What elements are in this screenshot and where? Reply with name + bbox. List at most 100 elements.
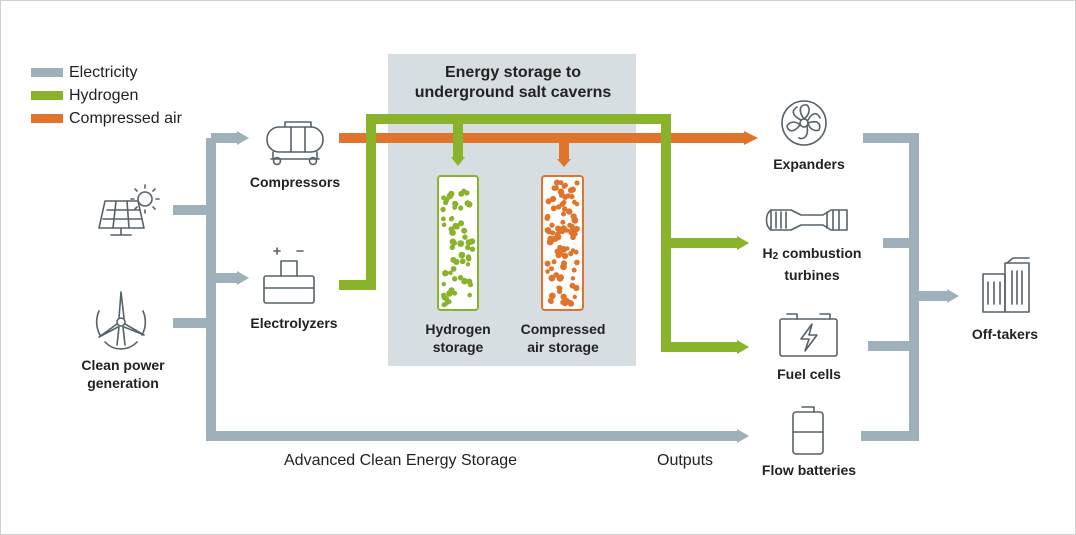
air-storage-label-line1: Compressed <box>520 321 606 337</box>
hydrogen-dot <box>442 270 449 277</box>
hydrogen-dot <box>441 216 446 222</box>
hydrogen-dot <box>444 301 449 306</box>
air-dot <box>565 246 570 251</box>
air-dot <box>559 201 566 207</box>
air-storage-label-line2: air storage <box>527 339 599 355</box>
legend-label: Compressed air <box>69 109 182 127</box>
hydrogen-dot <box>448 270 453 276</box>
arrow-to-offtakers <box>947 289 959 303</box>
hydrogen-dot <box>458 190 465 197</box>
air-dot <box>573 284 580 292</box>
air-dot <box>544 227 552 234</box>
air-dot <box>545 269 550 274</box>
hydrogen-dot <box>441 222 447 228</box>
hydrogen-dot <box>452 205 458 210</box>
hydrogen-dot <box>457 275 464 281</box>
arrow-to-flow-batteries <box>737 429 749 443</box>
clean-power-label-line2: generation <box>87 375 159 391</box>
air-dot <box>561 252 569 260</box>
air-dot <box>561 211 566 217</box>
arrow-to-electrolyzers <box>237 271 249 285</box>
air-dot <box>550 230 556 236</box>
air-dot <box>559 192 565 198</box>
compressed-air-lines <box>339 133 746 161</box>
legend-label: Electricity <box>69 63 138 81</box>
hydrogen-dot <box>441 292 447 299</box>
electricity-bus <box>206 138 739 441</box>
air-dot <box>557 250 563 256</box>
hydrogen-arrow-to-turbines <box>737 236 749 250</box>
hydrogen-dot <box>465 244 471 251</box>
electricity-lines <box>173 133 949 441</box>
air-dot <box>552 235 559 242</box>
hydrogen-dot <box>452 276 458 282</box>
hydrogen-arrow-to-fuelcells <box>737 340 749 354</box>
hydrogen-dot <box>467 282 474 288</box>
air-dot <box>560 225 567 232</box>
expanders-label: Expanders <box>773 156 845 172</box>
air-dot <box>550 205 557 212</box>
legend-swatch-electricity <box>31 68 63 77</box>
hydrogen-dot <box>459 258 466 265</box>
air-dot <box>570 276 576 281</box>
air-dot <box>567 187 575 194</box>
hydrogen-dot <box>448 216 454 222</box>
air-dot <box>560 293 567 300</box>
flow-batteries-label: Flow batteries <box>761 462 857 478</box>
air-dot <box>547 297 554 304</box>
air-dot <box>549 222 555 228</box>
hydrogen-lines <box>339 114 739 352</box>
hydrogen-dot <box>461 227 468 234</box>
legend-item-electricity: Electricity <box>31 61 182 84</box>
air-dot <box>548 292 556 300</box>
h2-turbines-label-line2: turbines <box>784 267 840 283</box>
air-dot <box>554 179 561 186</box>
air-dot <box>569 223 575 230</box>
buildings-icon <box>982 257 1030 313</box>
air-dot <box>571 267 577 273</box>
air-dot <box>556 275 564 282</box>
electricity-arrowheads <box>237 131 959 443</box>
hydrogen-storage-label-line2: storage <box>432 339 484 355</box>
air-dot <box>573 225 580 233</box>
air-dot <box>572 199 577 205</box>
air-dot <box>560 299 566 305</box>
arrow-to-compressors <box>237 131 249 145</box>
storage-box <box>388 54 636 366</box>
air-dot <box>555 225 562 232</box>
hydrogen-dot <box>449 244 455 251</box>
air-dot <box>545 198 552 205</box>
hydrogen-arrow-to-storage <box>451 157 465 166</box>
hydrogen-dot <box>458 251 466 259</box>
air-dot <box>548 274 556 282</box>
air-storage-label: Compressed air storage <box>507 320 619 356</box>
turbine-icon <box>765 209 848 231</box>
compressors-label: Compressors <box>249 174 341 190</box>
h2-turbines-label-line1: H2 combustion <box>747 244 877 266</box>
h2-turbines-rest: combustion <box>778 245 862 261</box>
h2-subscript: 2 <box>772 251 779 262</box>
air-dot <box>553 185 559 191</box>
hydrogen-storage-dots <box>440 188 476 308</box>
air-dot <box>570 213 577 220</box>
hydrogen-storage-label-line1: Hydrogen <box>425 321 491 337</box>
hydrogen-storage-label: Hydrogen storage <box>408 320 508 356</box>
air-dot <box>560 219 566 225</box>
electricity-output-expanders <box>861 133 919 441</box>
air-dot <box>569 193 575 200</box>
air-storage-dots <box>544 179 580 307</box>
legend-swatch-compressed-air <box>31 114 63 123</box>
storage-box-title-line1: Energy storage to <box>444 64 582 81</box>
air-dot <box>561 206 568 212</box>
hydrogen-dot <box>464 190 470 196</box>
air-dot <box>560 263 567 271</box>
hydrogen-dot <box>458 205 464 211</box>
hydrogen-dot <box>465 239 473 246</box>
legend-item-hydrogen: Hydrogen <box>31 84 182 107</box>
hydrogen-dot <box>457 240 465 248</box>
solar-panel-icon <box>98 184 160 236</box>
hydrogen-dot <box>462 234 468 240</box>
hydrogen-dot <box>469 246 476 252</box>
hydrogen-dot <box>448 287 455 294</box>
